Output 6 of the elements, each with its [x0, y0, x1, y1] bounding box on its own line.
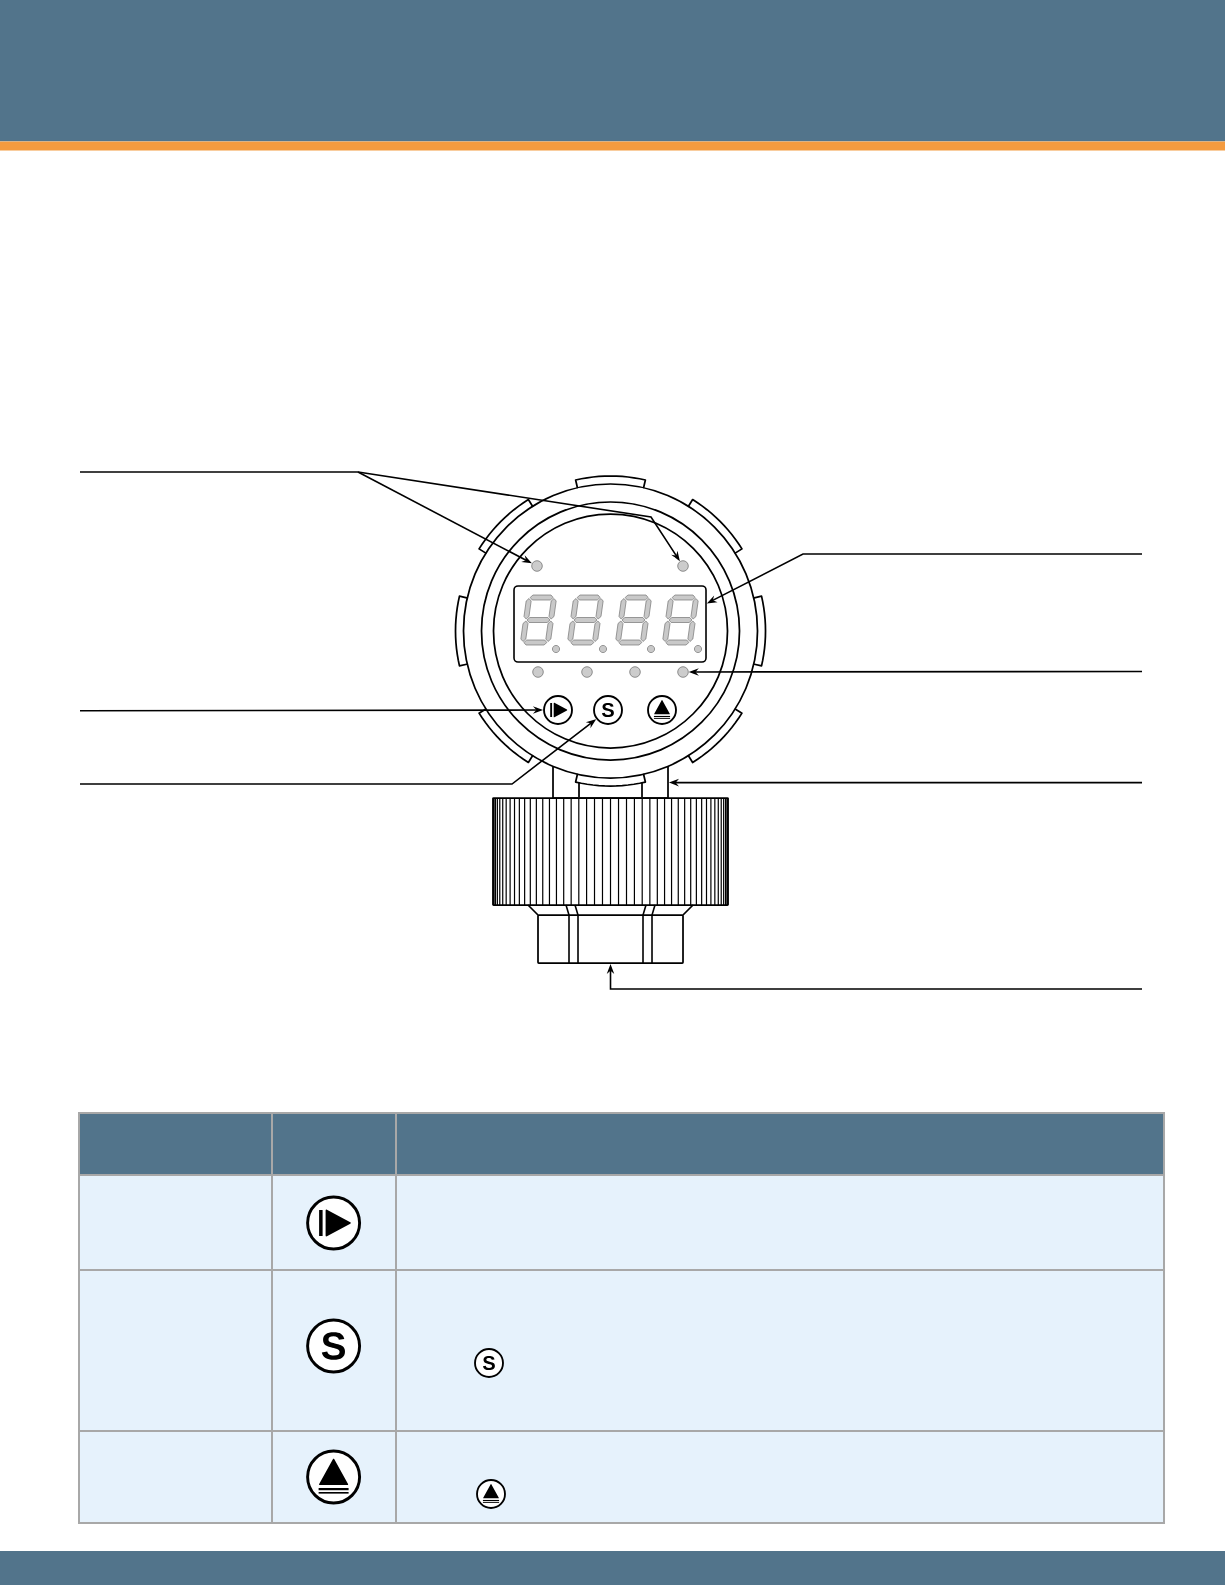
indicator-light — [531, 560, 543, 572]
indicator-light — [677, 666, 689, 678]
pipe-fitting — [527, 904, 694, 964]
button: S — [593, 695, 623, 725]
indicator-light — [677, 560, 689, 572]
leader-line — [79, 471, 359, 473]
